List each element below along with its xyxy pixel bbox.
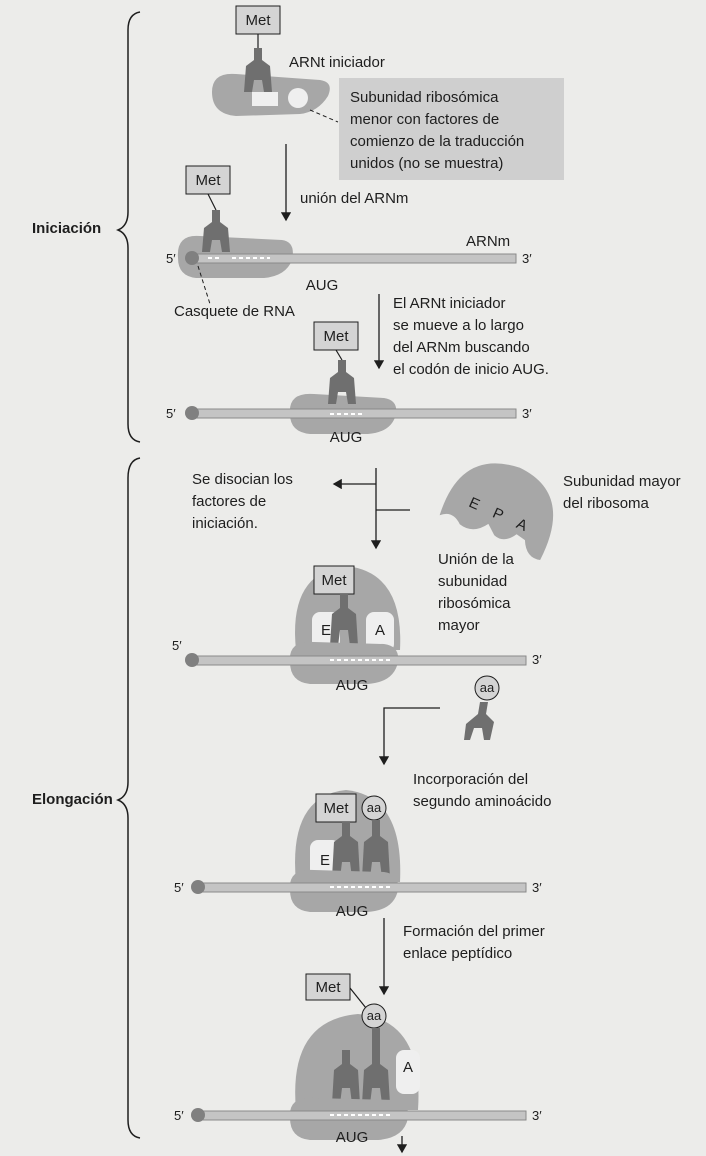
initiator-trna (244, 48, 272, 92)
phase-label-iniciacion: Iniciación (32, 220, 101, 237)
met-label: Met (245, 12, 271, 29)
peptidyl-trna (362, 1028, 390, 1104)
large-subunit-free: E P A (439, 463, 554, 561)
dissociate-line-2: factores de (192, 493, 266, 510)
large-join-line-1: Unión de la (438, 551, 515, 568)
rna-cap (191, 1108, 205, 1122)
union-arnm-label: unión del ARNm (300, 190, 408, 207)
subunit-note-line-2: menor con factores de (350, 111, 499, 128)
met-label-box (235, 5, 281, 35)
stage-second-aa: E Met aa 5′ 3′ AUG (174, 790, 542, 920)
peptide-line-1: Formación del primer (403, 923, 545, 940)
stage-peptide-bond: A Met aa 5′ 3′ AUG (174, 973, 542, 1146)
large-subunit-label-line-1: Subunidad mayor (563, 473, 681, 490)
rna-cap (191, 880, 205, 894)
aug-label: AUG (306, 277, 339, 294)
subunit-note-line-4: unidos (no se muestra) (350, 155, 503, 172)
three-prime-label: 3′ (522, 406, 532, 421)
dissociate-line-3: iniciación. (192, 515, 258, 532)
site-e-label: E (320, 852, 330, 869)
subunit-note-line-3: comienzo de la traducción (350, 133, 524, 150)
initiator-trna (332, 822, 360, 878)
site-a-label: A (375, 622, 385, 639)
met-label: Met (323, 800, 349, 817)
rna-cap (185, 653, 199, 667)
large-join-line-3: ribosómica (438, 595, 511, 612)
stage-small-subunit: Met ARNt iniciador Subunidad ribosómica … (212, 5, 564, 180)
rna-cap (185, 251, 199, 265)
aminoacyl-trna-free: aa (464, 675, 500, 740)
large-join-line-2: subunidad (438, 573, 507, 590)
aminoacyl-trna (362, 820, 390, 878)
phase-label-elongacion: Elongación (32, 791, 113, 808)
aa-label: aa (367, 800, 382, 815)
met-label: Met (315, 979, 341, 996)
aa-label: aa (480, 680, 495, 695)
three-prime-label: 3′ (522, 251, 532, 266)
site-e-label: E (321, 622, 331, 639)
aa-circle (474, 675, 500, 701)
scan-note-line-3: del ARNm buscando (393, 339, 530, 356)
aug-label: AUG (330, 429, 363, 446)
five-prime-label: 5′ (166, 406, 176, 421)
large-subunit-label-line-2: del ribosoma (563, 495, 650, 512)
elongacion-brace (115, 457, 141, 1139)
aa-label: aa (367, 1008, 382, 1023)
casquete-label: Casquete de RNA (174, 303, 295, 320)
five-prime-label: 5′ (166, 251, 176, 266)
dissociate-line-1: Se disocian los (192, 471, 293, 488)
subunit-note-line-1: Subunidad ribosómica (350, 89, 499, 106)
large-join-line-4: mayor (438, 617, 480, 634)
initiator-trna (202, 210, 230, 252)
arnt-iniciador-label: ARNt iniciador (289, 54, 385, 71)
three-prime-label: 3′ (532, 880, 542, 895)
initiator-trna (330, 594, 358, 646)
rna-cap (185, 406, 199, 420)
stage-assembled: E A Met 5′ 3′ AUG (172, 565, 542, 694)
deacylated-trna (332, 1050, 360, 1104)
stage-scanning: Met 5′ 3′ AUG (166, 321, 532, 446)
arrow-incorporate (378, 707, 440, 766)
arnm-label: ARNm (466, 233, 510, 250)
scan-note-line-1: El ARNt iniciador (393, 295, 506, 312)
initiator-trna (328, 360, 356, 404)
three-prime-label: 3′ (532, 1108, 542, 1123)
met-label: Met (195, 172, 221, 189)
scan-note-line-2: se mueve a lo largo (393, 317, 524, 334)
stage-mrna-binding: Met 5′ 3′ ARNm AUG Casquete de RNA (166, 165, 532, 320)
incorporate-line-1: Incorporación del (413, 771, 528, 788)
met-label: Met (321, 572, 347, 589)
aug-label: AUG (336, 677, 369, 694)
mrna-strand (189, 253, 517, 264)
incorporate-line-2: segundo aminoácido (413, 793, 551, 810)
three-prime-label: 3′ (532, 652, 542, 667)
peptide-line-2: enlace peptídico (403, 945, 512, 962)
met-label: Met (323, 328, 349, 345)
scan-note-line-4: el codón de inicio AUG. (393, 361, 549, 378)
five-prime-label: 5′ (174, 880, 184, 895)
subunit-note-box (339, 78, 564, 180)
site-a-label: A (403, 1059, 413, 1076)
iniciacion-brace (115, 11, 141, 443)
aug-label: AUG (336, 1129, 369, 1146)
five-prime-label: 5′ (174, 1108, 184, 1123)
aug-label: AUG (336, 903, 369, 920)
five-prime-label: 5′ (172, 638, 182, 653)
